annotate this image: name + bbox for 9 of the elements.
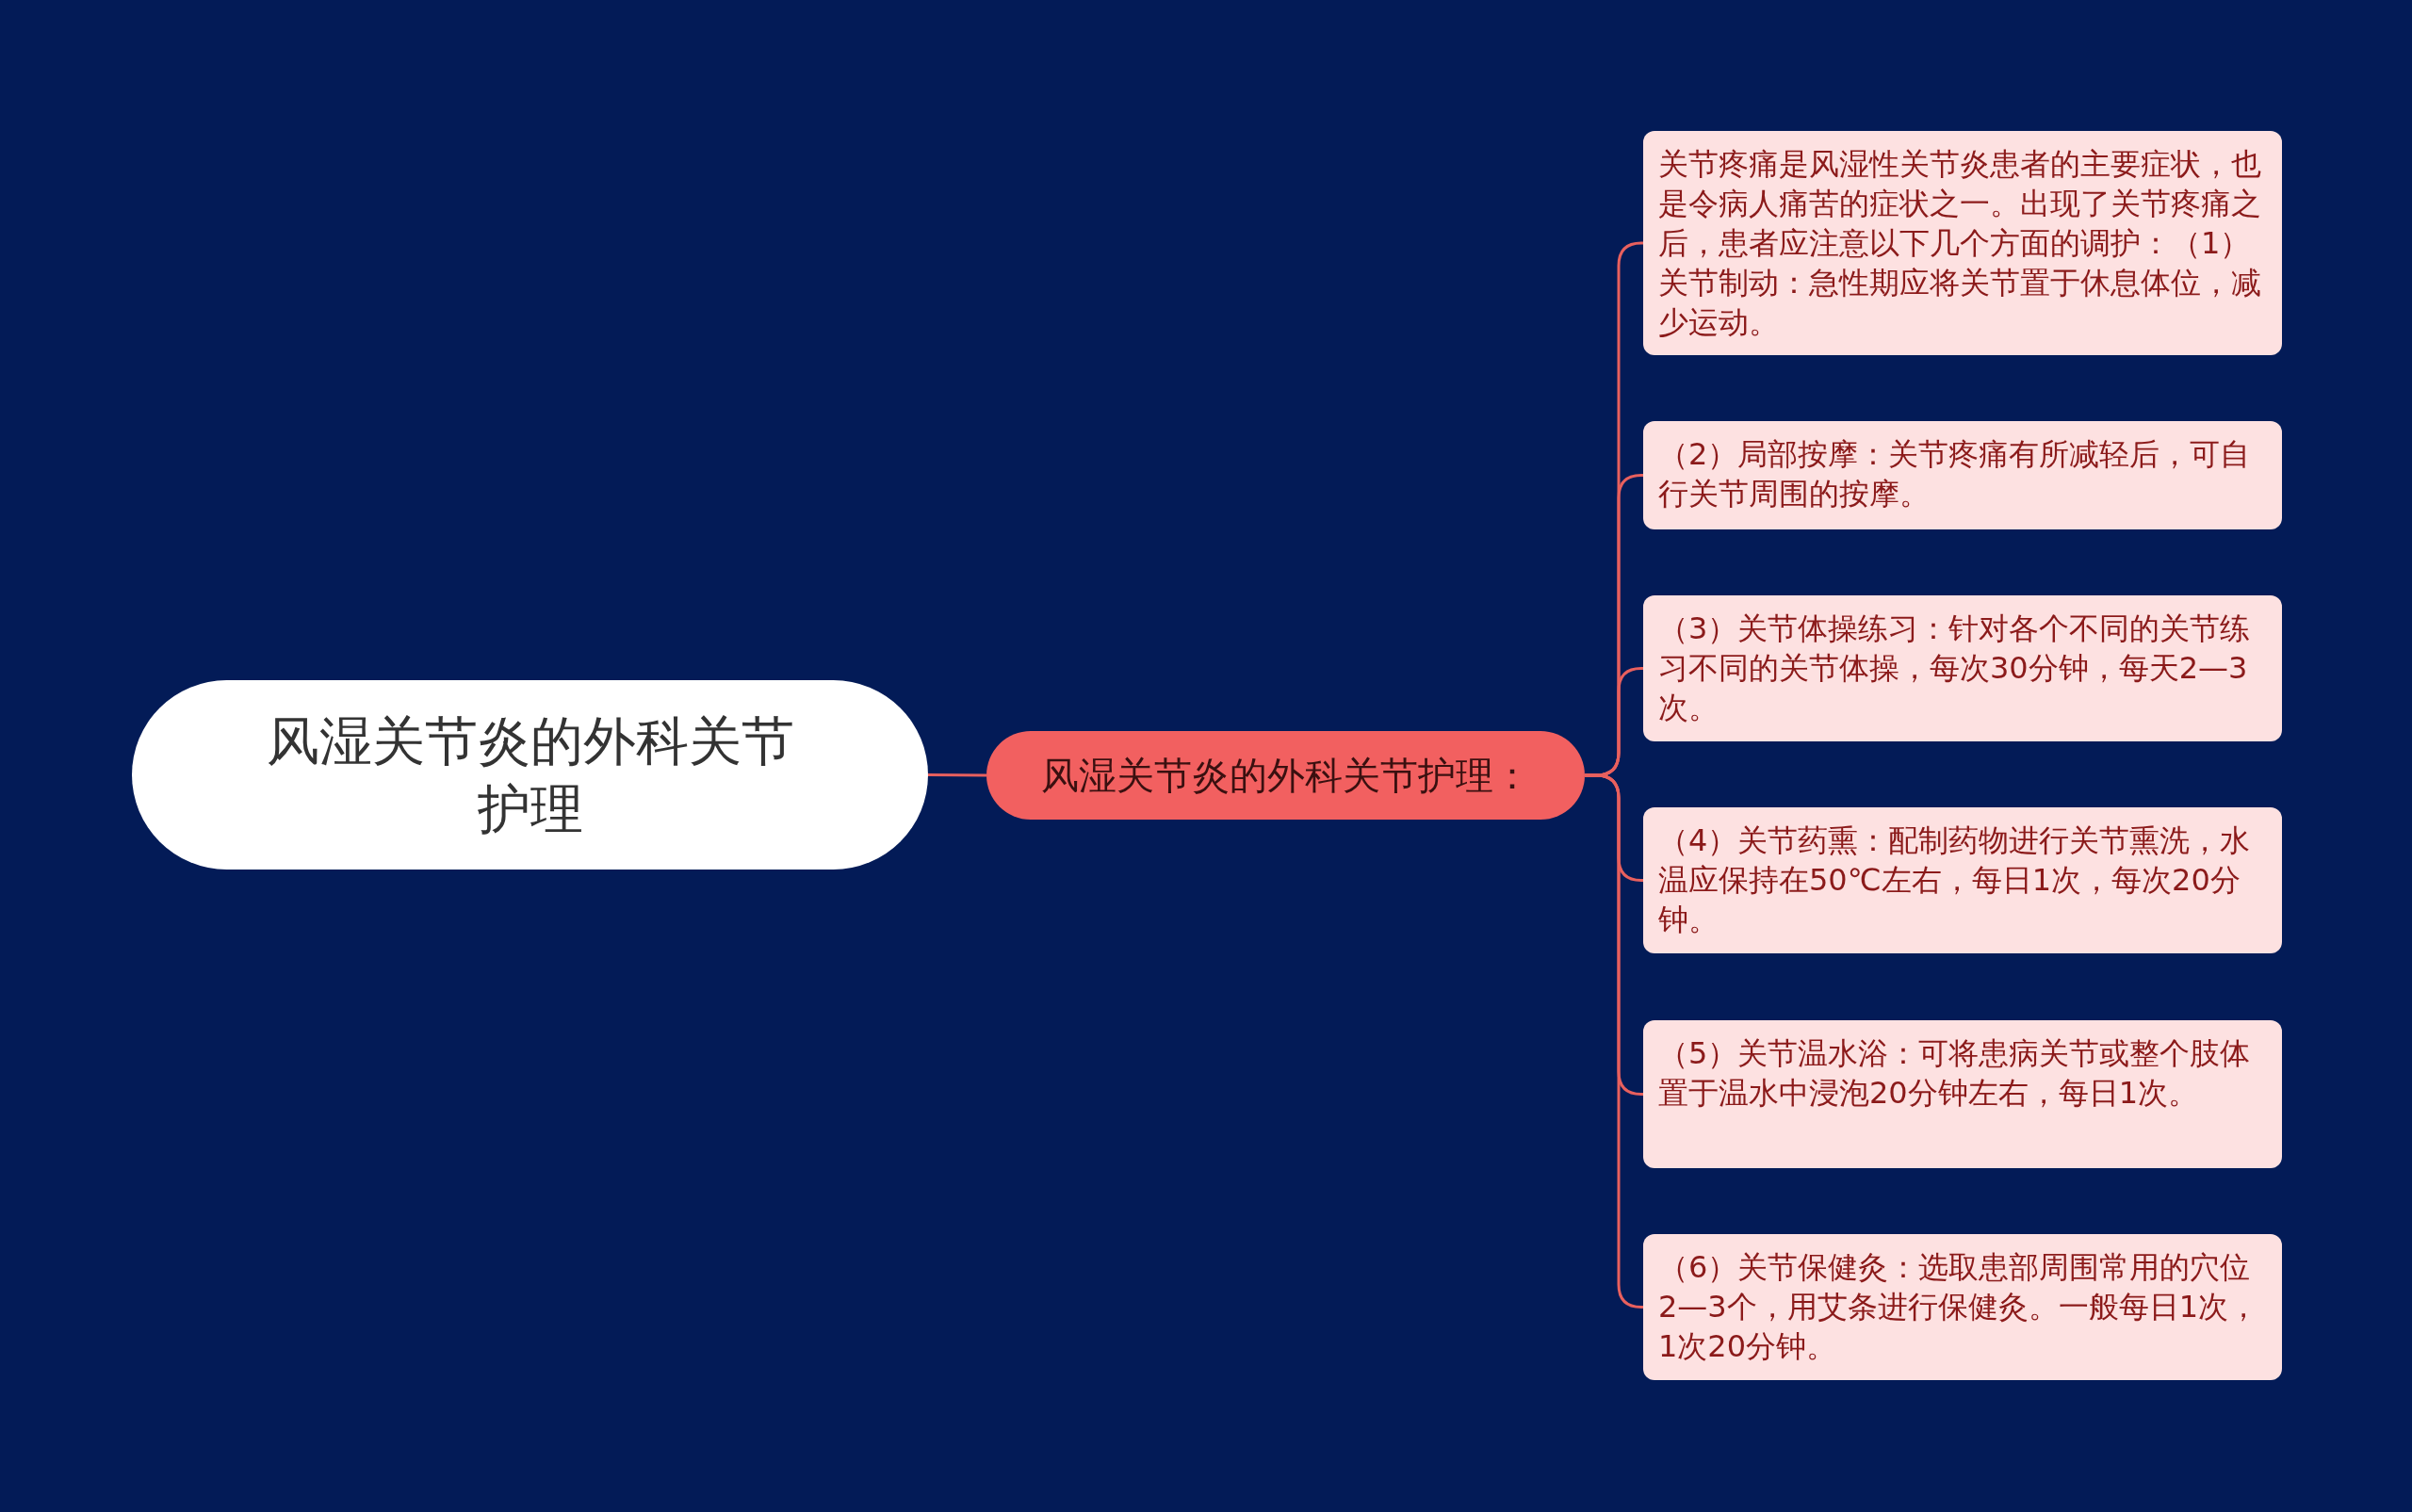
topic-box: 风湿关节炎的外科关节护理	[132, 680, 928, 870]
note-box: （4）关节药熏：配制药物进行关节熏洗，水温应保持在50℃左右，每日1次，每次20分钟。	[1643, 807, 2282, 953]
note-box: （3）关节体操练习：针对各个不同的关节练习不同的关节体操，每次30分钟，每天2—3次。	[1643, 595, 2282, 741]
note-box: 关节疼痛是风湿性关节炎患者的主要症状，也是令病人痛苦的症状之一。出现了关节疼痛之后，患者应注意以下几个方面的调护：（1）关节制动：急性期应将关节置于休息体位，减少运动。	[1643, 131, 2282, 355]
note-box: （6）关节保健灸：选取患部周围常用的穴位2—3个，用艾条进行保健灸。一般每日1次，1次20分钟。	[1643, 1234, 2282, 1380]
subtopic-box: 风湿关节炎的外科关节护理：	[986, 731, 1585, 820]
note-box: （5）关节温水浴：可将患病关节或整个肢体置于温水中浸泡20分钟左右，每日1次。	[1643, 1020, 2282, 1168]
connector-line	[928, 773, 986, 777]
note-box: （2）局部按摩：关节疼痛有所减轻后，可自行关节周围的按摩。	[1643, 421, 2282, 529]
